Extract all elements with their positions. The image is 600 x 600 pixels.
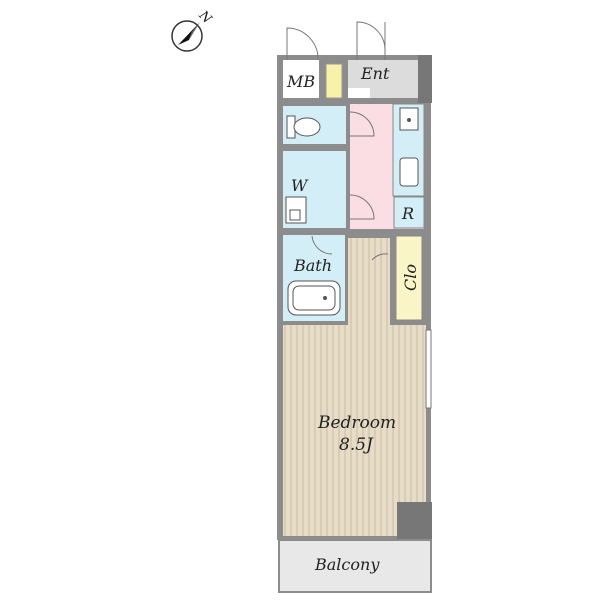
bedroom-floor [283,238,426,536]
ent-label: Ent [360,64,390,83]
mb-shelf [325,63,343,99]
bedroom-label: Bedroom [317,413,396,433]
bathtub-icon [287,280,341,316]
w-label: W [291,176,309,195]
clo-label: Clo [401,264,420,291]
refrigerator-space [393,196,425,229]
toilet-icon [286,115,321,139]
bath-label: Bath [293,256,332,275]
closet [395,235,423,321]
bedroom-size-label: 8.5J [339,435,374,455]
mb-label: MB [286,72,315,91]
sink-icon [399,107,419,131]
balcony [278,539,432,593]
door-swings [286,21,389,261]
mb-room [283,60,319,98]
compass-icon: N [171,8,215,52]
balcony-label: Balcony [314,555,380,574]
r-label: R [401,204,414,223]
stove-icon [399,157,419,187]
washing-machine-icon [285,196,307,224]
